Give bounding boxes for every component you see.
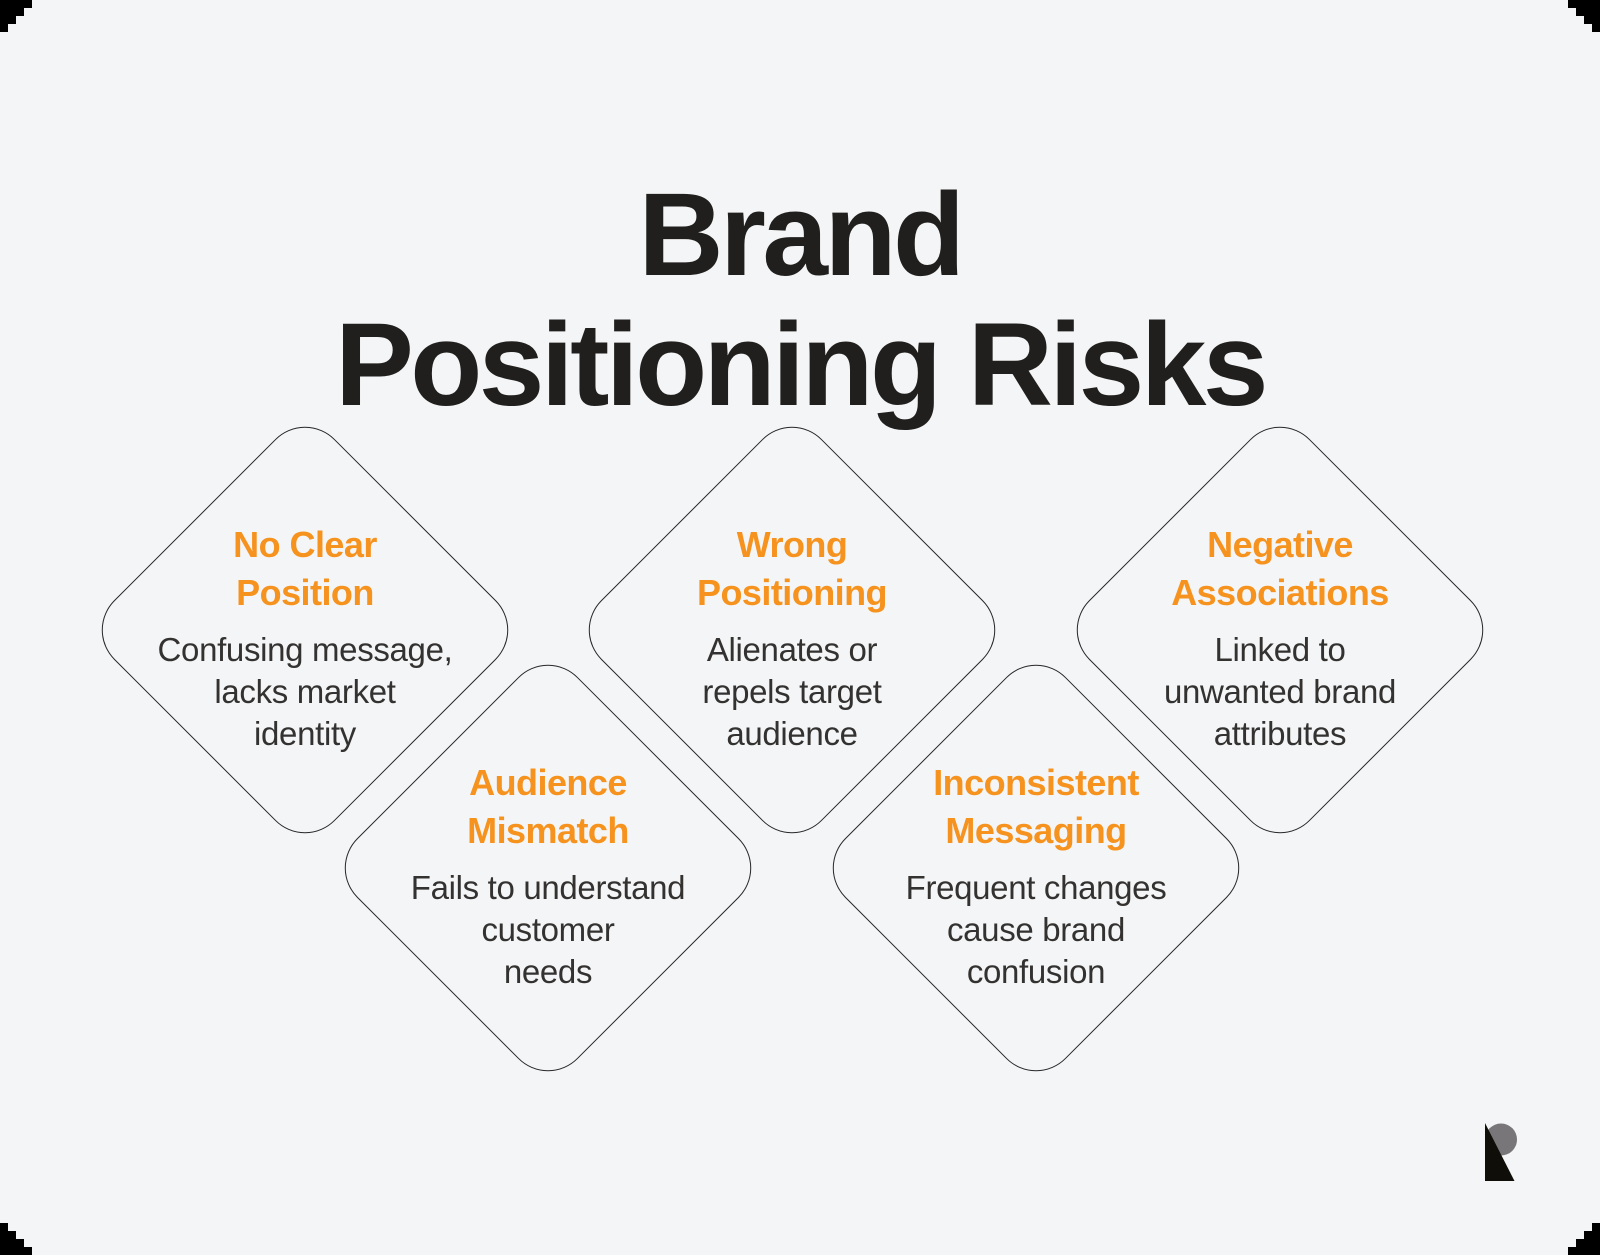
diamond-description: Confusing message, lacks market identity [157,631,453,752]
diamond-text-block: No Clear Position Confusing message, lac… [133,510,477,766]
r-monogram-logo-icon [1485,1123,1517,1181]
diamond-description: Linked to unwanted brand attributes [1163,631,1397,752]
corner-notch-icon [0,1223,32,1255]
page-title: Brand Positioning Risks [335,169,1268,431]
diamond-heading: Inconsistent Messaging [933,762,1139,851]
diamond-text-block: Audience Mismatch Fails to understand cu… [376,748,720,1004]
diamond-heading: Audience Mismatch [467,762,629,851]
diamond-heading: Negative Associations [1171,524,1389,613]
diamond-text-block: Negative Associations Linked to unwanted… [1108,510,1452,766]
corner-notch-icon [0,0,32,32]
diamond-heading: Wrong Positioning [696,524,888,613]
diamond-description: Fails to understand customer needs [410,869,686,990]
diamond-text-block: Wrong Positioning Alienates or repels ta… [620,510,964,766]
corner-notch-icon [1568,1223,1600,1255]
corner-notch-icon [1568,0,1600,32]
diamond-text-block: Inconsistent Messaging Frequent changes … [864,748,1208,1004]
diamond-description: Alienates or repels target audience [702,631,882,752]
diamond-description: Frequent changes cause brand confusion [905,869,1167,990]
diamond-heading: No Clear Position [233,524,377,613]
